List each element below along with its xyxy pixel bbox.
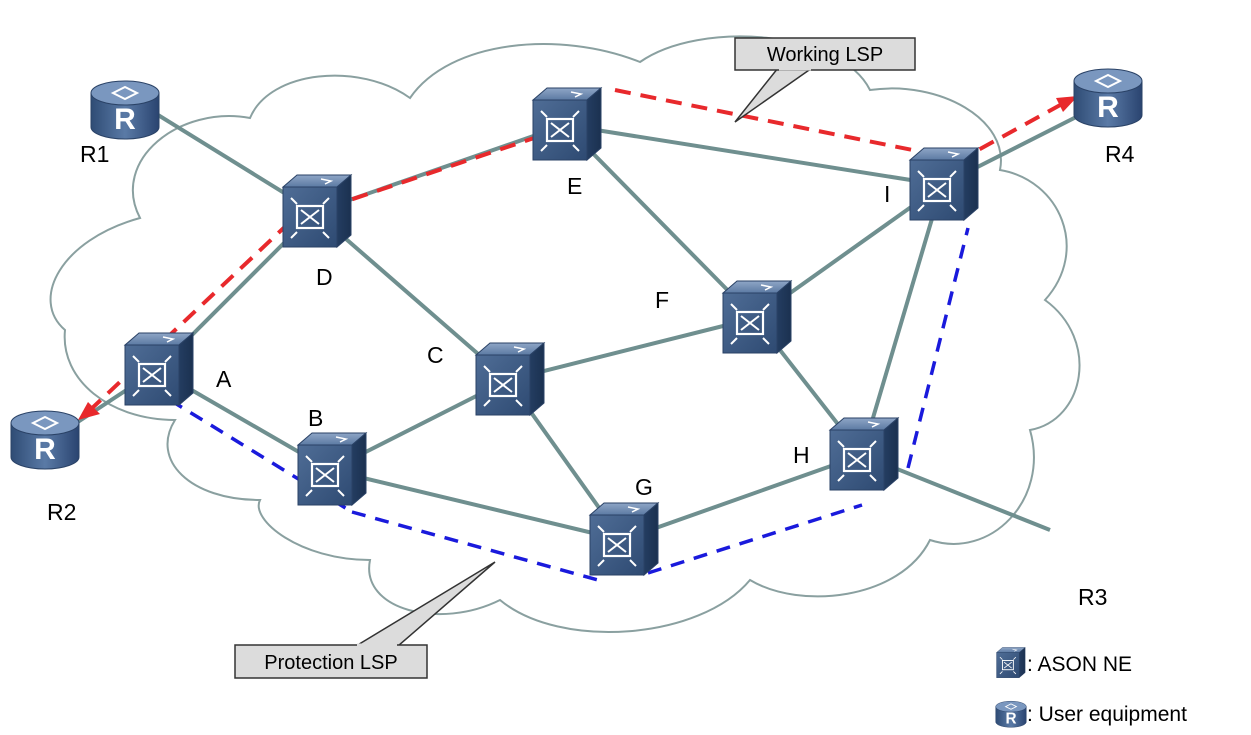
- working-lsp-callout: Working LSP: [734, 37, 916, 123]
- router-r1-glyph: R: [114, 103, 136, 136]
- protection-lsp-callout: Protection LSP: [234, 561, 496, 679]
- ason-ne-h: [828, 416, 900, 492]
- label-e: E: [567, 173, 582, 199]
- working-lsp-arrow-r4: [1056, 96, 1078, 112]
- legend-ason-ne-icon: [996, 646, 1026, 679]
- label-i: I: [884, 181, 890, 207]
- link-e-i: [564, 123, 943, 187]
- label-a: A: [216, 366, 232, 392]
- link-f-c: [507, 316, 756, 382]
- label-r3: R3: [1078, 584, 1107, 610]
- ason-ne-a: [123, 331, 195, 407]
- ason-ne-e: [531, 86, 603, 162]
- link-e-f: [563, 123, 757, 320]
- legend-ason-ne-label: : ASON NE: [1027, 653, 1132, 676]
- label-r4: R4: [1105, 141, 1135, 167]
- label-g: G: [635, 474, 653, 500]
- link-b-g: [329, 468, 623, 542]
- link-d-c: [313, 210, 510, 382]
- working-lsp-arrow-r2: [78, 402, 100, 420]
- legend-user-equipment-label: : User equipment: [1027, 703, 1187, 726]
- label-r1: R1: [80, 141, 109, 167]
- ason-ne-f: [721, 279, 793, 355]
- label-b: B: [308, 405, 323, 431]
- link-g-h: [621, 453, 863, 542]
- link-i-h: [860, 184, 944, 456]
- legend: : ASON NE R : User equipment: [995, 646, 1187, 728]
- ason-ne-c: [474, 341, 546, 417]
- working-lsp-label: Working LSP: [767, 44, 883, 66]
- label-d: D: [316, 264, 333, 290]
- router-r4: R: [1073, 68, 1143, 128]
- label-f: F: [655, 287, 669, 313]
- router-r2-glyph: R: [34, 433, 56, 466]
- label-h: H: [793, 442, 810, 468]
- legend-user-equipment-icon: R: [995, 700, 1027, 728]
- router-r4-glyph: R: [1097, 91, 1119, 124]
- router-r1: R: [90, 80, 160, 140]
- router-r2: R: [10, 410, 80, 470]
- legend-router-glyph: R: [1005, 711, 1016, 728]
- working-lsp-path: [86, 88, 1063, 414]
- ason-ne-g: [588, 501, 660, 577]
- label-c: C: [427, 342, 444, 368]
- network-cloud: [49, 35, 1081, 633]
- label-r2: R2: [47, 499, 76, 525]
- ason-ne-d: [281, 173, 353, 249]
- ason-ne-b: [296, 431, 368, 507]
- protection-lsp-label: Protection LSP: [264, 652, 397, 674]
- ason-ne-i: [908, 146, 980, 222]
